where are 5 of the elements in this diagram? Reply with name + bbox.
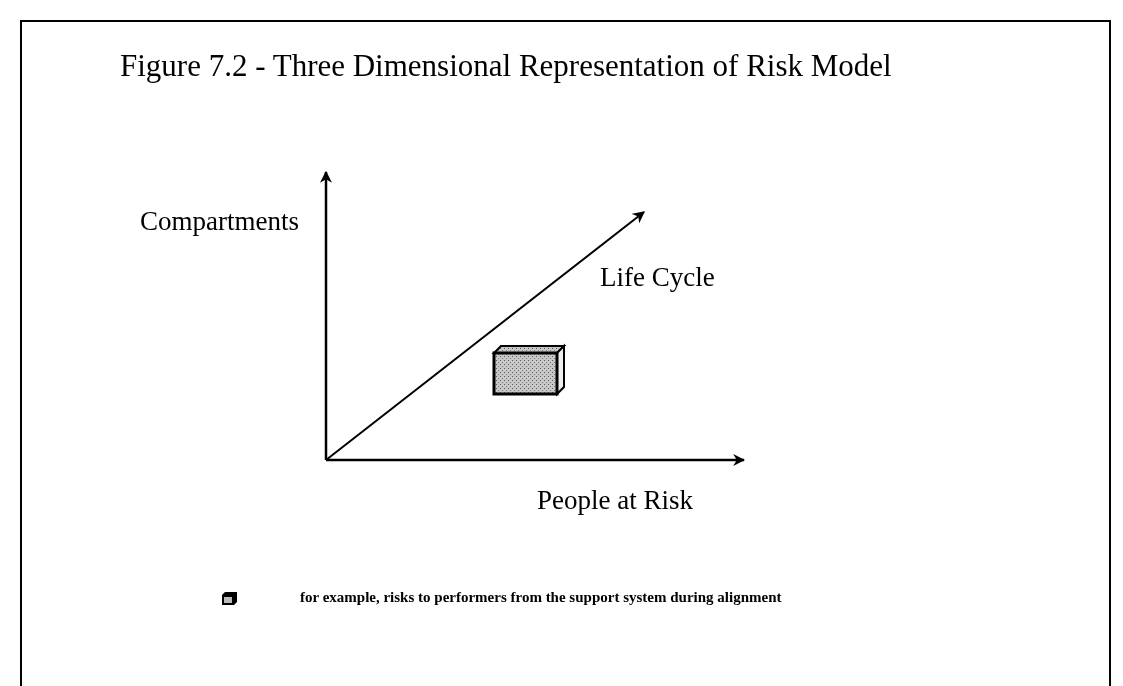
legend-text: for example, risks to performers from the support system during alignment (300, 589, 782, 606)
axis-label: People at Risk (537, 485, 693, 516)
figure-title: Figure 7.2 - Three Dimensional Representation of Risk Model (120, 48, 892, 84)
axis-label: Compartments (140, 206, 299, 237)
axis-label: Life Cycle (600, 262, 715, 293)
